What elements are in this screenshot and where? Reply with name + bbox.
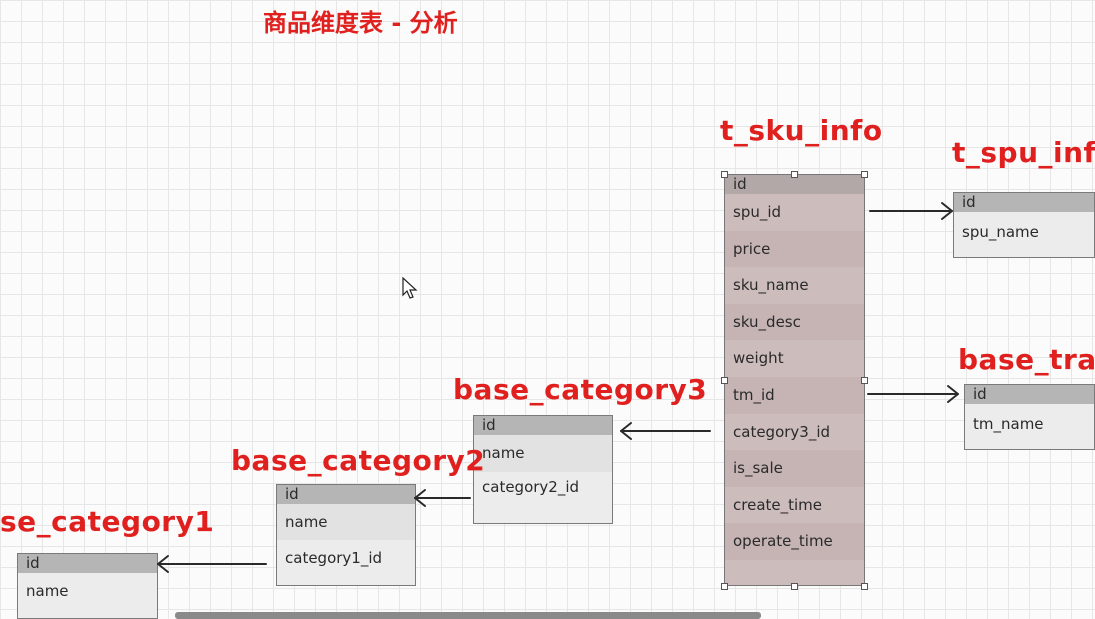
base-category1-table[interactable]: id name: [17, 553, 158, 619]
sku-info-field-id: id: [725, 175, 864, 194]
base-category2-table[interactable]: id name category1_id: [276, 484, 416, 586]
resize-handle-left[interactable]: [721, 377, 728, 384]
base-category2-title: base_category2: [231, 444, 486, 477]
sku-info-field-sku-name: sku_name: [733, 276, 809, 295]
sku-info-field-sku-desc: sku_desc: [725, 303, 864, 341]
sku-info-field-create-time: create_time: [733, 495, 823, 514]
base-trademark-table[interactable]: id tm_name: [964, 384, 1095, 450]
spu-info-field-spu-name: spu_name: [962, 223, 1039, 241]
resize-handle-top[interactable]: [791, 171, 798, 178]
resize-handle-bottom-left[interactable]: [721, 583, 728, 590]
base-category3-field-name: name: [474, 435, 612, 472]
spu-info-table[interactable]: id spu_name: [953, 192, 1095, 258]
arrow-category2-to-category1: [157, 555, 267, 573]
base-category1-field-name: name: [26, 582, 69, 600]
horizontal-scrollbar[interactable]: [175, 612, 761, 619]
sku-info-field-spu-id: spu_id: [733, 203, 782, 221]
base-trademark-field-tm-name: tm_name: [973, 415, 1044, 433]
base-category3-title: base_category3: [453, 373, 708, 406]
sku-info-field-weight: weight: [733, 349, 784, 368]
resize-handle-bottom[interactable]: [791, 583, 798, 590]
sku-info-title: t_sku_info: [720, 114, 883, 147]
arrow-category3-to-category2: [414, 489, 471, 507]
base-category3-table[interactable]: id name category2_id: [473, 415, 613, 524]
spu-info-field-id: id: [954, 193, 1094, 212]
sku-info-field-is-sale: is_sale: [725, 450, 864, 487]
base-trademark-title: base_trad: [958, 343, 1095, 376]
base-category3-field-category2-id: category2_id: [482, 478, 580, 496]
sku-info-field-price: price: [725, 230, 864, 268]
resize-handle-bottom-right[interactable]: [861, 583, 868, 590]
spu-info-title: t_spu_info: [952, 136, 1095, 169]
page-title: 商品维度表 - 分析: [263, 9, 458, 37]
base-trademark-field-id: id: [965, 385, 1094, 404]
sku-info-field-operate-time: operate_time: [725, 523, 864, 560]
base-category2-field-category1-id: category1_id: [285, 549, 383, 567]
arrow-sku-to-category3: [620, 422, 711, 440]
resize-handle-right[interactable]: [861, 377, 868, 384]
base-category2-field-id: id: [277, 485, 415, 504]
sku-info-table[interactable]: id spu_id price sku_name sku_desc weight…: [724, 174, 865, 586]
sku-info-field-category3-id: category3_id: [733, 422, 831, 441]
resize-handle-top-right[interactable]: [861, 171, 868, 178]
resize-handle-top-left[interactable]: [721, 171, 728, 178]
arrow-sku-to-trademark: [867, 385, 959, 403]
base-category2-field-name: name: [277, 504, 415, 540]
base-category1-title: se_category1: [0, 505, 215, 538]
base-category1-field-id: id: [18, 554, 157, 573]
arrow-sku-to-spu: [869, 202, 953, 220]
base-category3-field-id: id: [474, 416, 612, 435]
mouse-pointer-icon: [402, 277, 418, 299]
sku-info-field-tm-id: tm_id: [725, 376, 864, 414]
